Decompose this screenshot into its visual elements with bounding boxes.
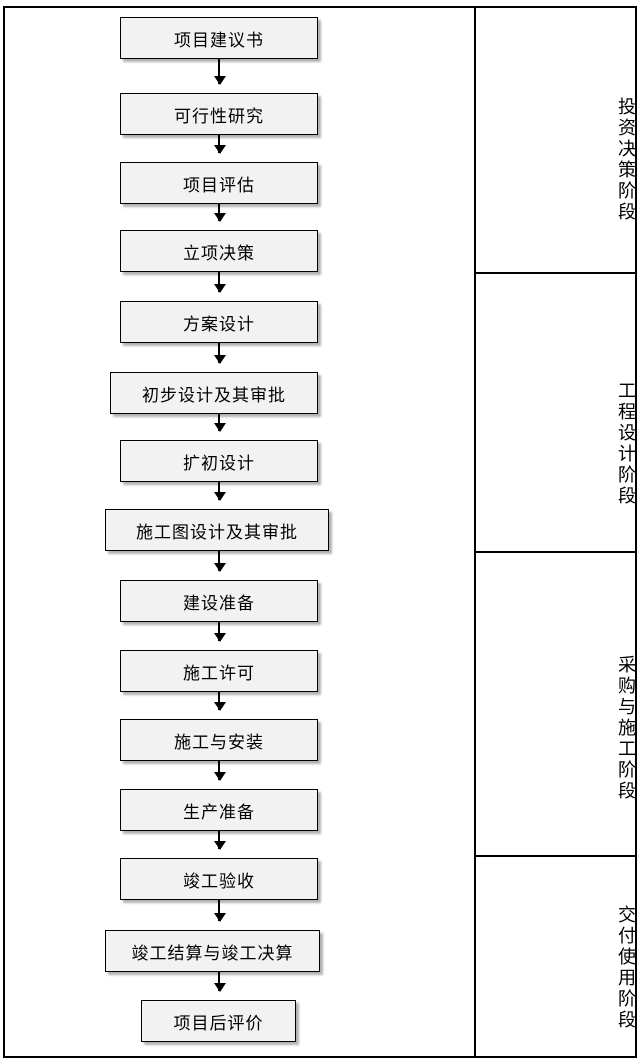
flow-node-2[interactable]: 可行性研究 bbox=[120, 93, 318, 135]
flow-arrow-4-5 bbox=[214, 272, 226, 293]
diagram-frame bbox=[3, 6, 637, 1058]
flow-node-1[interactable]: 项目建议书 bbox=[120, 17, 318, 59]
flow-node-13[interactable]: 竣工验收 bbox=[120, 858, 318, 900]
phase-label-text: 投资决策阶段 bbox=[616, 97, 636, 223]
flow-node-14[interactable]: 竣工结算与竣工决算 bbox=[105, 930, 320, 972]
flow-node-15[interactable]: 项目后评价 bbox=[141, 1000, 296, 1042]
flow-arrow-9-10 bbox=[214, 622, 226, 642]
flow-node-label: 生产准备 bbox=[183, 802, 255, 822]
flow-node-7[interactable]: 扩初设计 bbox=[120, 440, 318, 482]
flow-arrow-6-7 bbox=[214, 414, 226, 432]
flow-node-10[interactable]: 施工许可 bbox=[120, 650, 318, 692]
flow-node-label: 立项决策 bbox=[183, 243, 255, 263]
flow-arrow-7-8 bbox=[214, 482, 226, 501]
flow-node-8[interactable]: 施工图设计及其审批 bbox=[105, 509, 329, 551]
flow-node-label: 可行性研究 bbox=[174, 106, 264, 126]
flow-node-label: 方案设计 bbox=[183, 314, 255, 334]
flow-node-label: 项目评估 bbox=[183, 175, 255, 195]
flow-arrow-11-12 bbox=[214, 761, 226, 781]
flow-node-3[interactable]: 项目评估 bbox=[120, 162, 318, 204]
flow-node-12[interactable]: 生产准备 bbox=[120, 789, 318, 831]
flow-node-9[interactable]: 建设准备 bbox=[120, 580, 318, 622]
flow-node-label: 建设准备 bbox=[183, 593, 255, 613]
phase-divider-1 bbox=[474, 272, 637, 274]
flow-node-label: 竣工验收 bbox=[183, 871, 255, 891]
flow-node-label: 初步设计及其审批 bbox=[142, 385, 286, 405]
flow-node-6[interactable]: 初步设计及其审批 bbox=[110, 372, 318, 414]
flow-node-label: 项目建议书 bbox=[174, 30, 264, 50]
flow-arrow-14-15 bbox=[214, 972, 226, 992]
flow-node-5[interactable]: 方案设计 bbox=[120, 301, 318, 343]
flow-node-label: 施工图设计及其审批 bbox=[136, 522, 298, 542]
flow-arrow-2-3 bbox=[214, 135, 226, 154]
flow-arrow-10-11 bbox=[214, 692, 226, 711]
flow-arrow-1-2 bbox=[214, 59, 226, 85]
phase-label-2: 工程设计阶段 bbox=[474, 344, 637, 544]
flow-node-label: 施工与安装 bbox=[174, 732, 264, 752]
flow-arrow-12-13 bbox=[214, 831, 226, 850]
phase-divider-2 bbox=[474, 551, 637, 553]
phase-label-3: 采购与施工阶段 bbox=[474, 618, 637, 838]
phase-label-text: 采购与施工阶段 bbox=[616, 654, 636, 802]
phase-label-text: 工程设计阶段 bbox=[616, 381, 636, 507]
flow-arrow-13-14 bbox=[214, 900, 226, 922]
flow-node-label: 竣工结算与竣工决算 bbox=[131, 943, 294, 963]
phase-column-divider bbox=[474, 6, 476, 1058]
flow-node-label: 扩初设计 bbox=[183, 453, 255, 473]
flow-node-label: 施工许可 bbox=[183, 663, 255, 683]
flow-arrow-8-9 bbox=[214, 551, 226, 572]
phase-label-1: 投资决策阶段 bbox=[474, 60, 637, 260]
flow-arrow-5-6 bbox=[214, 343, 226, 364]
flow-node-label: 项目后评价 bbox=[173, 1013, 264, 1033]
phase-label-4: 交付使用阶段 bbox=[474, 878, 637, 1058]
phase-divider-3 bbox=[474, 855, 637, 857]
phase-label-text: 交付使用阶段 bbox=[616, 905, 636, 1031]
flow-arrow-3-4 bbox=[214, 204, 226, 222]
flow-node-11[interactable]: 施工与安装 bbox=[120, 719, 318, 761]
flow-node-4[interactable]: 立项决策 bbox=[120, 230, 318, 272]
